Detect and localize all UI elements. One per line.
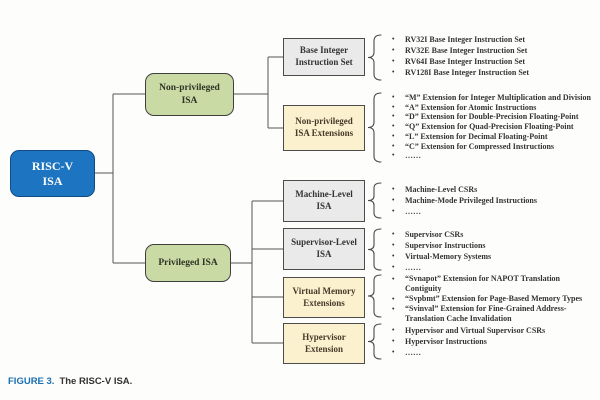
- node-non-privileged-isa: Non-privileged ISA: [145, 73, 234, 116]
- brace-hypervisor: [367, 323, 382, 360]
- node-label-line: Non-privileged: [295, 116, 353, 127]
- node-label-line: ISA: [181, 95, 198, 106]
- bullet-list-machine: •Machine-Level CSRs •Machine-Mode Privil…: [392, 184, 596, 217]
- brace-machine: [367, 182, 382, 219]
- brace-virtmem: [367, 274, 382, 318]
- node-supervisor-level-isa: Supervisor-Level ISA: [283, 228, 365, 270]
- node-base-integer-instruction-set: Base Integer Instruction Set: [283, 38, 365, 76]
- node-label-line: ISA Extensions: [294, 128, 354, 138]
- list-item: •“A” Extension for Atomic Instructions: [392, 102, 537, 112]
- bullet-icon: •: [392, 337, 395, 345]
- node-label-line: Virtual Memory: [292, 285, 356, 296]
- list-item: •“M” Extension for Integer Multiplicatio…: [392, 93, 591, 102]
- brace-np-extensions: [367, 92, 382, 163]
- bullet-list-np-extensions: •“M” Extension for Integer Multiplicatio…: [392, 93, 596, 161]
- node-privileged-isa: Privileged ISA: [145, 244, 231, 282]
- list-item: •Supervisor CSRs: [392, 230, 464, 239]
- bullet-list-base-integer: •RV32I Base Integer Instruction Set •RV3…: [392, 34, 596, 78]
- node-virtual-memory-extensions: Virtual Memory Extensions: [283, 277, 365, 318]
- list-item: •Virtual-Memory Systems: [392, 252, 492, 261]
- node-label-line: Extensions: [303, 297, 345, 308]
- list-item: •“Svpbmt” Extension for Page-Based Memor…: [392, 294, 583, 303]
- bullet-icon: •: [392, 185, 395, 193]
- list-item: •“Q” Extension for Quad-Precision Floati…: [392, 122, 574, 132]
- bullet-icon: •: [392, 252, 395, 260]
- bullet-icon: •: [392, 295, 395, 303]
- figure-caption-text: The RISC-V ISA.: [59, 376, 133, 387]
- bullet-icon: •: [392, 196, 395, 204]
- node-label-line: Privileged ISA: [158, 257, 218, 268]
- brace-supervisor: [367, 228, 382, 271]
- bullet-icon: •: [392, 131, 395, 140]
- list-item: •“C” Extension for Compressed Instructio…: [392, 141, 555, 151]
- node-label-line: RISC-V: [31, 158, 74, 173]
- bullet-icon: •: [392, 207, 395, 215]
- bullet-icon: •: [392, 348, 395, 356]
- node-label-line: Instruction Set: [295, 57, 353, 67]
- list-item: •Hypervisor Instructions: [392, 337, 487, 346]
- node-label-line: Supervisor-Level: [291, 237, 357, 248]
- bullet-icon: •: [392, 151, 395, 160]
- bullet-list-supervisor: •Supervisor CSRs •Supervisor Instruction…: [392, 229, 596, 273]
- node-machine-level-isa: Machine-Level ISA: [283, 180, 365, 222]
- node-label-line: ISA: [316, 249, 332, 259]
- bullet-icon: •: [392, 141, 395, 150]
- bullet-icon: •: [392, 57, 395, 65]
- list-item: •Machine-Mode Privileged Instructions: [392, 196, 537, 205]
- list-item: •……: [392, 348, 421, 357]
- node-hypervisor-extension: Hypervisor Extension: [283, 323, 365, 364]
- list-item: •……: [392, 151, 421, 161]
- bullet-icon: •: [392, 326, 395, 334]
- node-label-line: ISA: [316, 201, 332, 211]
- list-item: •“L” Extension for Decimal Floating-Poin…: [392, 131, 548, 141]
- bullet-icon: •: [392, 305, 395, 313]
- bullet-icon: •: [392, 112, 395, 121]
- node-label-line: Base Integer: [299, 45, 349, 56]
- list-item: •Supervisor Instructions: [392, 241, 486, 250]
- figure-number: FIGURE 3.: [8, 376, 55, 387]
- list-item: •RV64I Base Integer Instruction Set: [392, 57, 526, 66]
- bullet-icon: •: [392, 263, 395, 271]
- list-item: •Hypervisor and Virtual Supervisor CSRs: [392, 326, 546, 335]
- bullet-icon: •: [392, 35, 395, 43]
- list-item: •“D” Extension for Double-Precision Floa…: [392, 112, 579, 122]
- list-item: •……: [392, 263, 421, 272]
- bullet-icon: •: [392, 275, 395, 283]
- bullet-list-hypervisor: •Hypervisor and Virtual Supervisor CSRs …: [392, 325, 596, 358]
- node-label-line: Machine-Level: [295, 189, 353, 200]
- bullet-icon: •: [392, 46, 395, 54]
- node-riscv-isa: RISC-V ISA: [10, 150, 95, 197]
- list-item: •Machine-Level CSRs: [392, 185, 478, 194]
- figure-caption: FIGURE 3. The RISC-V ISA.: [8, 376, 132, 387]
- node-non-privileged-isa-extensions: Non-privileged ISA Extensions: [283, 105, 365, 151]
- list-item: •RV128I Base Integer Instruction Set: [392, 68, 530, 77]
- bullet-icon: •: [392, 68, 395, 76]
- node-label-line: Extension: [304, 343, 343, 354]
- list-item: •RV32E Base Integer Instruction Set: [392, 46, 528, 55]
- bullet-icon: •: [392, 93, 395, 101]
- bullet-icon: •: [392, 230, 395, 238]
- bullet-icon: •: [392, 241, 395, 249]
- list-item: •……: [392, 207, 421, 216]
- bullet-icon: •: [392, 122, 395, 131]
- list-item: •“Svinval” Extension for Fine-Grained Ad…: [392, 304, 567, 323]
- brace-base-integer: [367, 34, 382, 81]
- node-label-line: ISA: [42, 173, 63, 188]
- list-item: •RV32I Base Integer Instruction Set: [392, 35, 526, 44]
- node-label-line: Non-privileged: [159, 83, 220, 94]
- bullet-icon: •: [392, 102, 395, 111]
- list-item: •“Svnapot” Extension for NAPOT Translati…: [392, 274, 560, 293]
- bullet-list-virtmem: •“Svnapot” Extension for NAPOT Translati…: [392, 274, 596, 324]
- node-label-line: Hypervisor: [302, 331, 346, 342]
